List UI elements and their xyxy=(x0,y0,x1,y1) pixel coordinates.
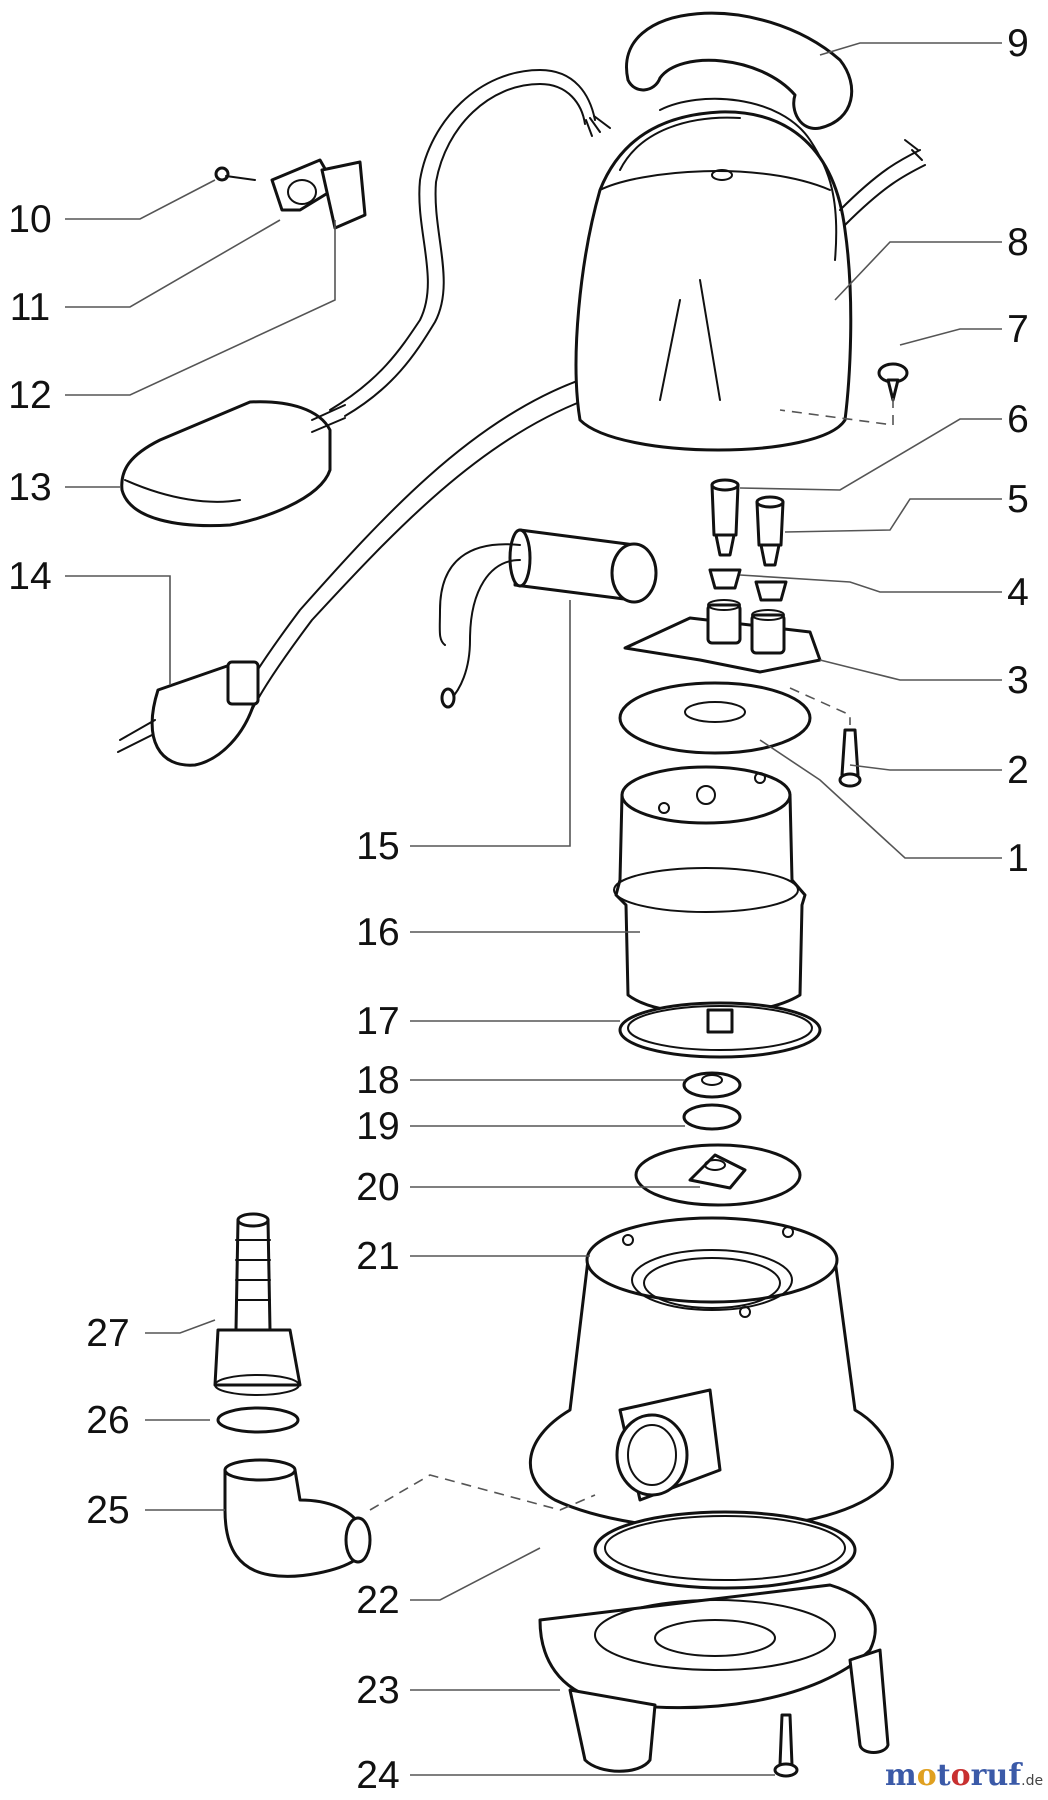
label-11: 11 xyxy=(10,286,51,329)
part-7-screw xyxy=(877,362,909,402)
part-16-motor xyxy=(613,765,807,1016)
label-18: 18 xyxy=(356,1059,399,1102)
part-17-o-ring xyxy=(618,1001,822,1059)
label-27: 27 xyxy=(86,1312,129,1355)
part-27-hose-connector xyxy=(213,1212,302,1396)
part-24-screw xyxy=(773,1713,799,1778)
part-4-grommets xyxy=(708,568,788,602)
label-10: 10 xyxy=(8,198,51,241)
part-9-carry-handle xyxy=(625,11,854,130)
label-15: 15 xyxy=(356,825,399,868)
watermark-letter: m xyxy=(885,1758,917,1793)
label-26: 26 xyxy=(86,1399,129,1442)
label-9: 9 xyxy=(1007,22,1029,65)
watermark-letter: f xyxy=(1008,1758,1023,1793)
label-13: 13 xyxy=(8,466,51,509)
label-4: 4 xyxy=(1007,571,1029,614)
part-1-gasket xyxy=(618,681,812,755)
part-15-capacitor xyxy=(438,528,658,709)
part-14-plug xyxy=(117,660,260,767)
part-number-labels: 9 8 7 6 5 4 3 2 1 10 11 12 13 14 15 16 1… xyxy=(8,22,1029,1797)
part-22-o-ring xyxy=(593,1510,857,1590)
label-25: 25 xyxy=(86,1489,129,1532)
svg-text:motoruf.de: motoruf.de xyxy=(885,1758,1043,1793)
label-24: 24 xyxy=(356,1754,399,1797)
label-1: 1 xyxy=(1007,837,1029,880)
part-12-clip-holder xyxy=(320,160,367,230)
watermark-suffix: .de xyxy=(1021,1773,1043,1789)
part-3-clamp-plate xyxy=(623,599,822,674)
part-2-screw xyxy=(838,728,862,788)
part-23-base xyxy=(538,1583,890,1773)
label-8: 8 xyxy=(1007,221,1029,264)
label-6: 6 xyxy=(1007,398,1029,441)
watermark-letter: u xyxy=(986,1758,1008,1793)
part-20-impeller xyxy=(634,1143,802,1207)
label-7: 7 xyxy=(1007,308,1029,351)
part-8-motor-cover xyxy=(574,97,926,452)
part-26-o-ring xyxy=(216,1406,300,1434)
float-switch-cable xyxy=(329,68,611,417)
label-19: 19 xyxy=(356,1105,399,1148)
watermark-logo: motoruf.de xyxy=(885,1758,1043,1793)
label-16: 16 xyxy=(356,911,399,954)
label-2: 2 xyxy=(1007,749,1029,792)
label-17: 17 xyxy=(356,1000,399,1043)
watermark-letter: o xyxy=(917,1758,937,1793)
label-21: 21 xyxy=(356,1235,399,1278)
label-3: 3 xyxy=(1007,659,1029,702)
label-12: 12 xyxy=(8,374,51,417)
label-14: 14 xyxy=(8,555,51,598)
part-25-elbow xyxy=(223,1458,372,1578)
watermark-letter: t xyxy=(937,1758,951,1793)
part-10-pin xyxy=(214,166,256,182)
part-18-mechanical-seal xyxy=(682,1071,742,1099)
part-6-cable-gland xyxy=(710,478,740,557)
part-13-float-switch xyxy=(120,400,346,528)
leader-lines xyxy=(65,42,1002,1776)
label-22: 22 xyxy=(356,1579,399,1622)
part-11-cable-clip xyxy=(270,158,338,212)
watermark-letter: r xyxy=(971,1758,988,1793)
label-5: 5 xyxy=(1007,478,1029,521)
part-21-pump-housing xyxy=(529,1216,894,1531)
label-23: 23 xyxy=(356,1669,399,1712)
watermark-letter: o xyxy=(951,1758,971,1793)
part-5-cable-gland xyxy=(755,495,785,567)
part-19-seal-ring xyxy=(682,1103,742,1131)
label-20: 20 xyxy=(356,1166,399,1209)
